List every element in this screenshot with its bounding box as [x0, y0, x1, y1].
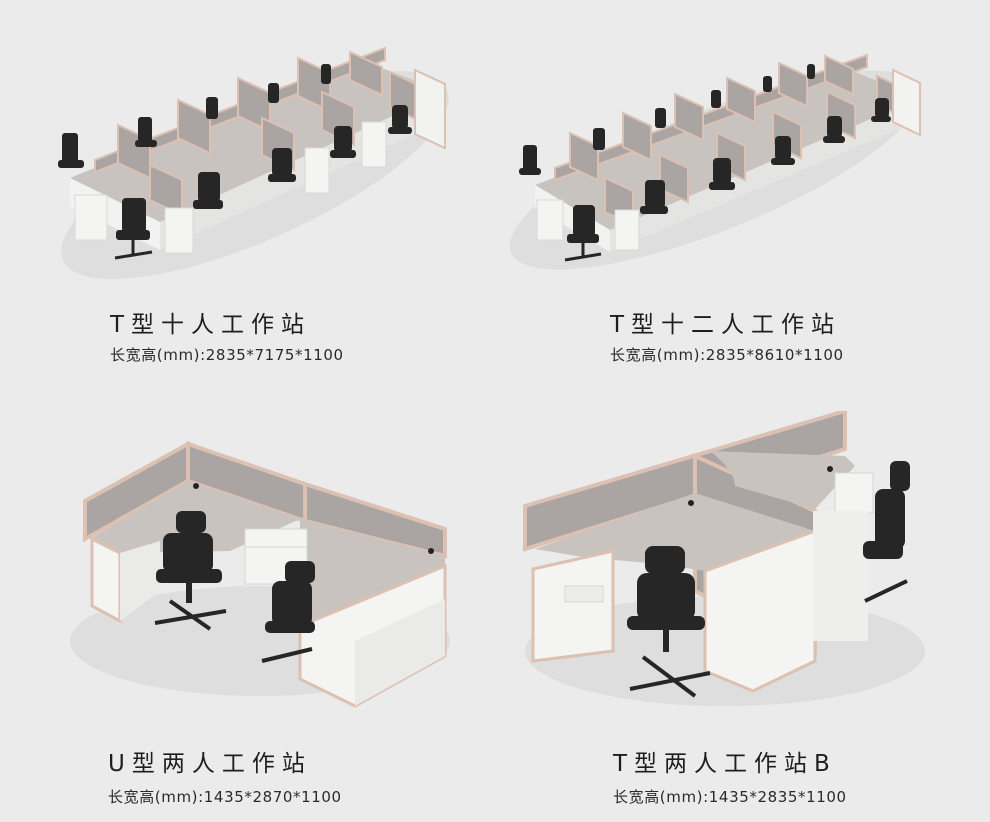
product-dimensions: 长宽高(mm):2835*7175*1100 — [110, 346, 344, 364]
product-card-u-two-person: U型两人工作站 长宽高(mm):1435*2870*1100 — [0, 411, 495, 822]
product-dimensions: 长宽高(mm):1435*2835*1100 — [613, 788, 847, 806]
product-title: T型十人工作站 — [110, 312, 312, 338]
workstation-render-u-two-person — [70, 440, 450, 708]
product-title: U型两人工作站 — [108, 751, 312, 777]
product-dimensions: 长宽高(mm):2835*8610*1100 — [610, 346, 844, 364]
workstation-render-t-twelve-person — [509, 53, 921, 270]
workstation-render-t-ten-person — [58, 46, 449, 280]
product-title: T型两人工作站B — [613, 751, 837, 777]
product-title: T型十二人工作站 — [610, 312, 842, 338]
product-card-t-ten-person: T型十人工作站 长宽高(mm):2835*7175*1100 — [0, 0, 495, 411]
product-dimensions: 长宽高(mm):1435*2870*1100 — [108, 788, 342, 806]
product-card-t-two-person-b: T型两人工作站B 长宽高(mm):1435*2835*1100 — [495, 411, 990, 822]
product-card-t-twelve-person: T型十二人工作站 长宽高(mm):2835*8610*1100 — [495, 0, 990, 411]
workstation-render-t-two-person-b — [523, 411, 925, 706]
